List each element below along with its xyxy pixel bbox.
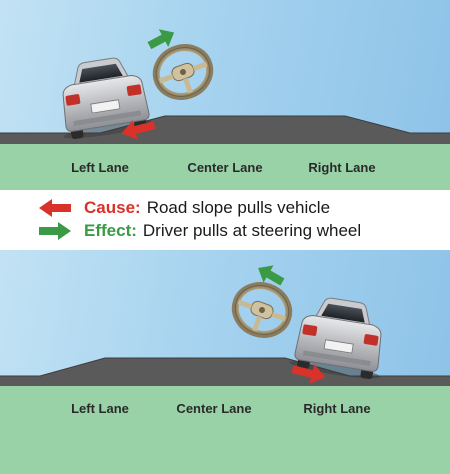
bottom-scene: [0, 265, 450, 386]
right-arrow-icon: [39, 222, 71, 240]
lane-label-center: Center Lane: [187, 160, 263, 175]
legend-effect-text: Driver pulls at steering wheel: [142, 221, 362, 240]
bottom-panel: Left Lane Center Lane Right Lane: [0, 250, 450, 474]
legend: Cause: Road slope pulls vehicle Effect: …: [0, 190, 450, 250]
cause-arrow-icon: [121, 120, 156, 140]
top-panel: Left Lane Center Lane Right Lane: [0, 0, 450, 190]
steering-wheel-icon: [231, 282, 293, 338]
effect-arrow-icon: [147, 29, 175, 50]
lane-label-right: Right Lane: [303, 401, 371, 416]
legend-effect-key: Effect:: [84, 221, 137, 240]
cause-arrow-icon: [291, 364, 326, 384]
legend-cause-row: Cause: Road slope pulls vehicle: [38, 196, 330, 220]
road-surface: [0, 116, 450, 144]
left-arrow-icon: [39, 199, 71, 217]
steering-wheel-icon: [152, 44, 214, 100]
lane-label-right: Right Lane: [308, 160, 376, 175]
car: [62, 57, 155, 140]
lane-label-left: Left Lane: [71, 160, 129, 175]
legend-effect-row: Effect: Driver pulls at steering wheel: [38, 219, 361, 243]
legend-cause-text: Road slope pulls vehicle: [146, 198, 331, 217]
lane-label-center: Center Lane: [176, 401, 252, 416]
grass: [0, 386, 450, 474]
lane-label-left: Left Lane: [71, 401, 129, 416]
grass: [0, 144, 450, 190]
effect-arrow-icon: [258, 265, 285, 286]
legend-cause-key: Cause:: [84, 198, 141, 217]
car: [289, 297, 382, 380]
top-scene: [0, 29, 450, 144]
road-surface: [0, 358, 450, 386]
